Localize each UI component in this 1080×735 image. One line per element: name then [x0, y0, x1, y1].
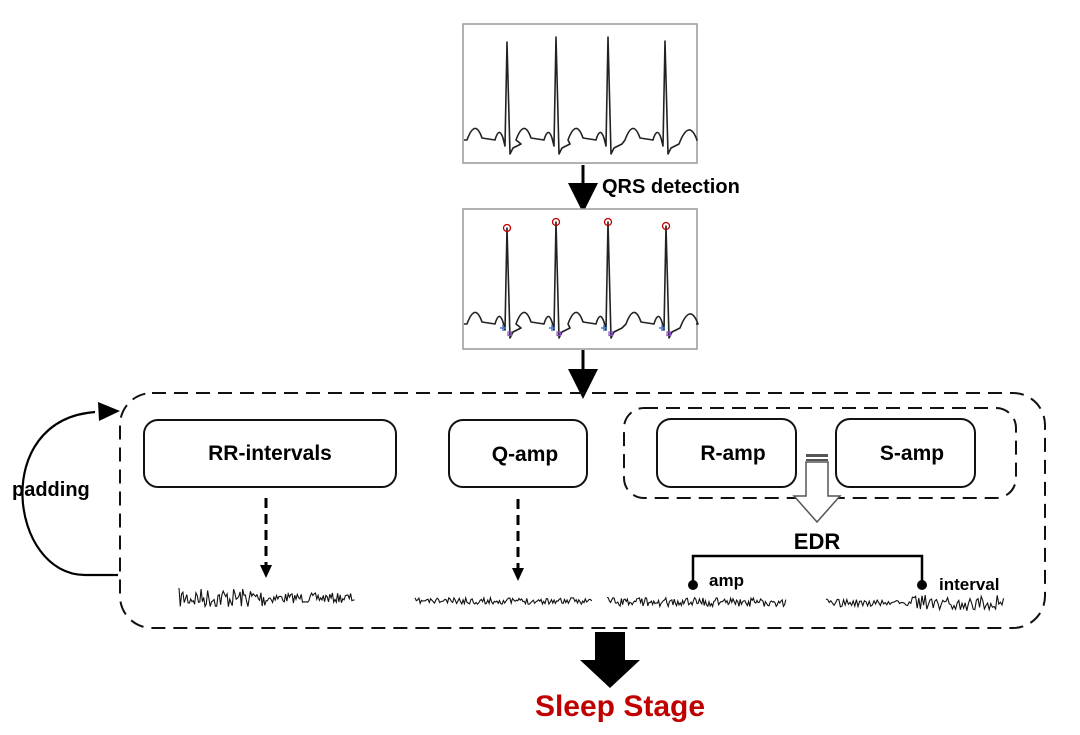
s-amp-box — [835, 418, 976, 488]
padding-arrowhead-icon — [98, 402, 120, 421]
r-peak-marker — [661, 221, 671, 231]
edr-interval-signal — [825, 594, 1005, 612]
r-peak-marker — [551, 217, 561, 227]
edr-label: EDR — [794, 529, 841, 554]
s-point-marker — [666, 331, 672, 337]
qrs-detection-label: QRS detection — [602, 176, 740, 198]
q-point-marker — [601, 325, 607, 331]
qrs-markers — [500, 217, 672, 337]
edr-amp-signal — [606, 596, 787, 609]
r-amp-label: R-amp — [700, 442, 765, 465]
rr-intervals-box — [143, 419, 397, 488]
feature-container — [119, 392, 1046, 629]
padding-loop-arrow — [21, 410, 118, 577]
rr-arrowhead-icon — [260, 565, 272, 578]
edr-amp-label: amp — [709, 571, 744, 590]
annotated-ecg-waveform — [464, 221, 699, 339]
rr-intervals-signal — [178, 587, 355, 609]
interval-dot — [917, 580, 927, 590]
sleep-stage-label: Sleep Stage — [535, 690, 705, 723]
raw-ecg-waveform — [464, 36, 698, 155]
edr-interval-label: interval — [939, 575, 999, 594]
amp-dot — [688, 580, 698, 590]
r-peak-marker — [603, 217, 613, 227]
s-point-marker — [608, 331, 614, 337]
s-point-marker — [556, 331, 562, 337]
raw-ecg-panel — [462, 23, 698, 164]
edr-bracket — [691, 554, 924, 583]
q-arrowhead-icon — [512, 568, 524, 581]
q-amp-signal — [414, 595, 593, 606]
rr-intervals-label: RR-intervals — [208, 442, 332, 465]
q-point-marker — [549, 325, 555, 331]
padding-label: padding — [12, 479, 90, 501]
q-point-marker — [500, 325, 506, 331]
q-point-marker — [659, 325, 665, 331]
q-amp-label: Q-amp — [492, 443, 559, 466]
s-amp-label: S-amp — [880, 442, 944, 465]
r-peak-marker — [502, 223, 512, 233]
annotated-ecg-panel — [462, 208, 699, 350]
s-point-marker — [507, 331, 513, 337]
edr-hollow-arrow-icon — [792, 454, 842, 524]
r-amp-box — [656, 418, 797, 488]
output-arrow-icon — [580, 632, 640, 688]
q-amp-box — [448, 419, 588, 488]
